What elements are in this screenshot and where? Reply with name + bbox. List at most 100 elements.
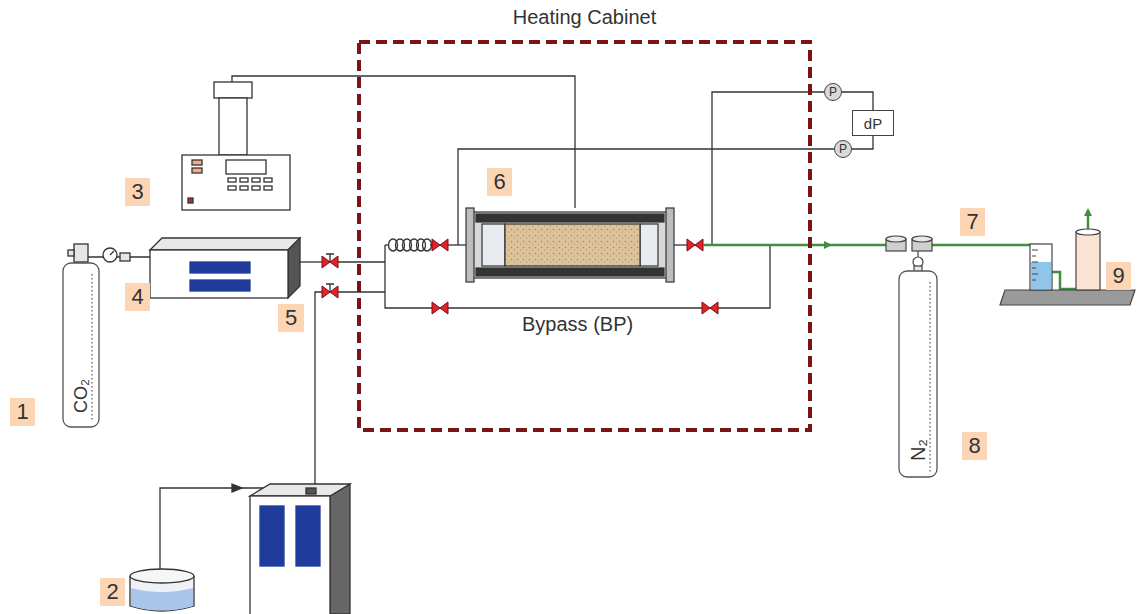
gas-pump [190,262,250,273]
gas-pump [103,248,117,262]
collection-cylinders [1076,229,1100,235]
gas-cylinder: N₂ [898,270,938,478]
gas-pump [150,238,300,250]
outlet-line [1052,272,1076,289]
cylinder-outline [63,263,99,427]
liquid-pump [260,506,284,566]
core-holder [466,208,674,282]
callout-number: 3 [131,179,143,205]
flow-lines [448,307,702,308]
callout-number: 8 [968,433,980,459]
liquid-pump [250,496,330,614]
gas-label: CO₂ [71,379,92,413]
cabinet-heading: Heating Cabinet [357,6,812,29]
cabinet-outline [357,40,812,432]
liquid-pump [306,488,316,494]
callout-number: 8 [962,432,987,460]
gas-pump [120,253,130,261]
callout-number: 1 [10,398,35,426]
outlet-line [1087,210,1090,230]
valve [702,302,718,314]
cylinder-stripe [91,274,93,422]
valve [322,256,338,268]
gas-pump [150,250,288,298]
flow-lines [300,261,322,262]
flow-lines [338,291,385,292]
gas-pump [88,256,150,257]
valve [687,239,703,251]
outlet-line [703,210,1088,289]
syringe-pump [228,178,236,182]
syringe-pump [219,98,247,155]
back-pressure-regulator [886,236,906,242]
syringe-pump [182,76,575,210]
cylinder-outline [899,271,937,477]
gauge-label: P [839,142,847,156]
back-pressure-regulator [886,236,932,272]
callout-number: 2 [106,579,118,605]
syringe-pump [228,186,236,190]
callout-number: 5 [285,305,297,331]
core-holder [640,224,658,266]
syringe-pump [240,178,248,182]
back-pressure-regulator [912,236,932,242]
pressure-line [852,136,873,149]
flow-lines [385,245,432,308]
callout-number: 4 [125,283,150,311]
valve [322,286,338,298]
flow-lines [423,239,432,251]
callout-number: 6 [487,168,512,196]
cabinet-outline [359,42,810,430]
syringe-pump [252,178,260,182]
gauge-label: P [829,85,837,99]
collection-cylinders [1076,232,1100,290]
heating-cabinet: Heating Cabinet6 [357,40,812,432]
pressure-line [842,92,873,110]
collection-cylinders [1030,244,1052,290]
flow-lines [718,245,770,308]
callout-number: 9 [1112,263,1124,289]
liquid-pump [250,484,350,496]
callout-number: 9 [1106,262,1131,290]
callout-number: 2 [100,578,125,606]
bypass-label: Bypass (BP) [522,313,633,336]
gauge-label: dP [864,115,882,132]
collection-cylinders [1000,229,1135,305]
gas-pump [110,251,114,255]
valve [432,302,448,314]
callout-number: 4 [131,284,143,310]
gas-cylinder: CO₂ [62,262,100,428]
liquid-pump [296,506,320,566]
outlet-line [932,245,1040,262]
callout-number: 7 [966,209,978,235]
gas-pump [68,250,74,256]
cylinder-stripe [929,282,931,472]
valve [432,239,448,251]
liquid-pump [330,484,350,614]
callout-number: 1 [16,399,28,425]
core-holder [505,224,640,266]
syringe-pump [240,186,248,190]
syringe-pump [264,178,272,182]
syringe-pump [192,168,202,173]
core-holder [470,212,670,278]
flow-lines [674,244,687,245]
gas-pump [68,238,300,298]
gas-pump [288,238,300,298]
syringe-pump [226,160,266,174]
core-holder [482,224,505,266]
collection-cylinders [1000,290,1135,305]
core-holder [466,208,474,282]
gas-pump [190,280,250,291]
flow-lines [338,261,385,262]
core-holder [476,214,664,222]
liquid-pump [232,484,242,492]
callout-number: 5 [278,304,304,332]
collection-cylinders [1032,250,1038,280]
liquid-pump [130,569,194,583]
liquid-pump [130,484,350,614]
callout-number: 6 [493,169,505,195]
